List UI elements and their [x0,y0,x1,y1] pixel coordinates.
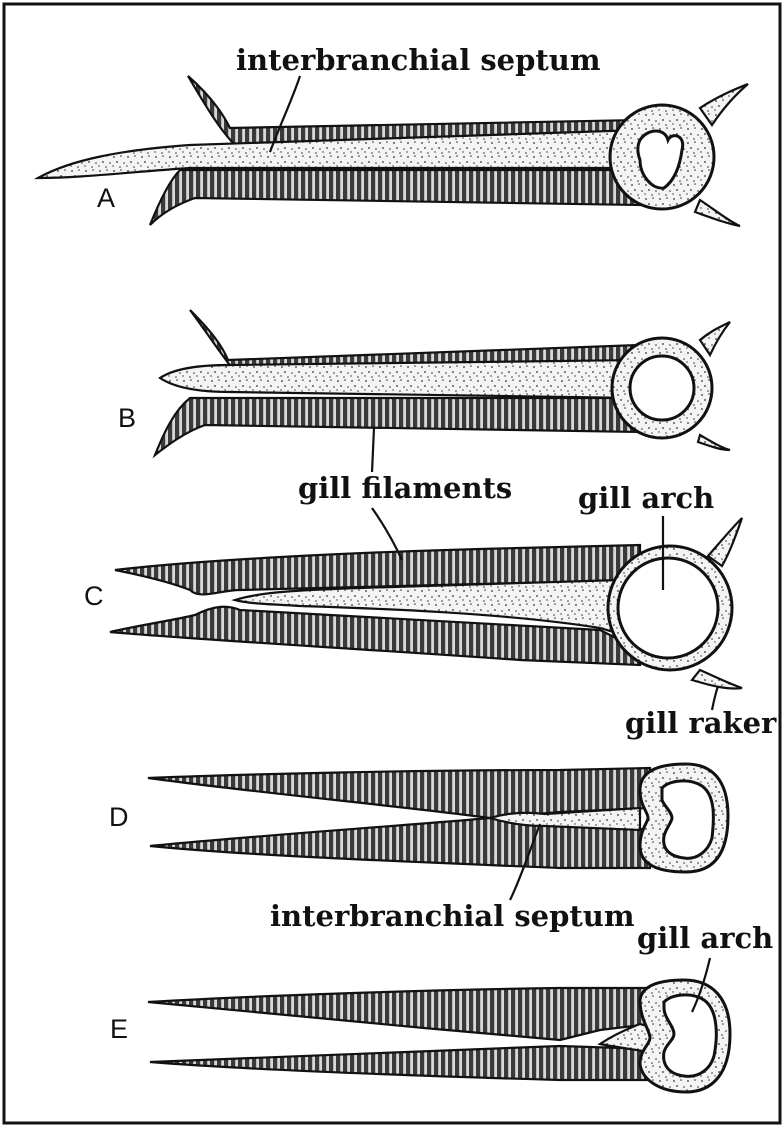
panel-letter-e: E [110,1014,128,1044]
label-gill-arch-e: gill arch [637,921,773,955]
filament-lower-a [150,170,640,225]
septum-b [160,360,640,398]
filament-upper-d [148,768,650,818]
label-gill-raker: gill raker [625,706,777,740]
panel-d: D [109,764,728,872]
label-gill-filaments: gill filaments [298,471,512,505]
gill-raker-upper-a [700,84,748,125]
leader-gill-filaments-up [372,428,374,472]
panel-letter-a: A [97,183,115,213]
filament-lower-e [150,1046,650,1080]
filament-lower-b [155,398,640,455]
panel-a: A [38,76,748,226]
panel-letter-c: C [84,581,104,611]
label-interbranchial-septum-top: interbranchial septum [236,43,601,77]
gill-raker-lower-b [698,435,730,450]
label-gill-arch-c: gill arch [578,481,714,515]
gill-raker-lower-a [695,200,740,226]
panel-b: B [118,310,730,455]
arch-cavity-b [630,356,694,420]
panel-letter-b: B [118,403,136,433]
gill-raker-upper-b [700,322,730,355]
panel-letter-d: D [109,802,129,832]
panel-e: E [110,980,730,1092]
filament-upper-e [148,988,650,1040]
arch-cavity-c [618,558,718,658]
label-interbranchial-septum-d: interbranchial septum [270,899,635,933]
panel-c: C [84,518,742,689]
gill-raker-upper-c [708,518,742,566]
